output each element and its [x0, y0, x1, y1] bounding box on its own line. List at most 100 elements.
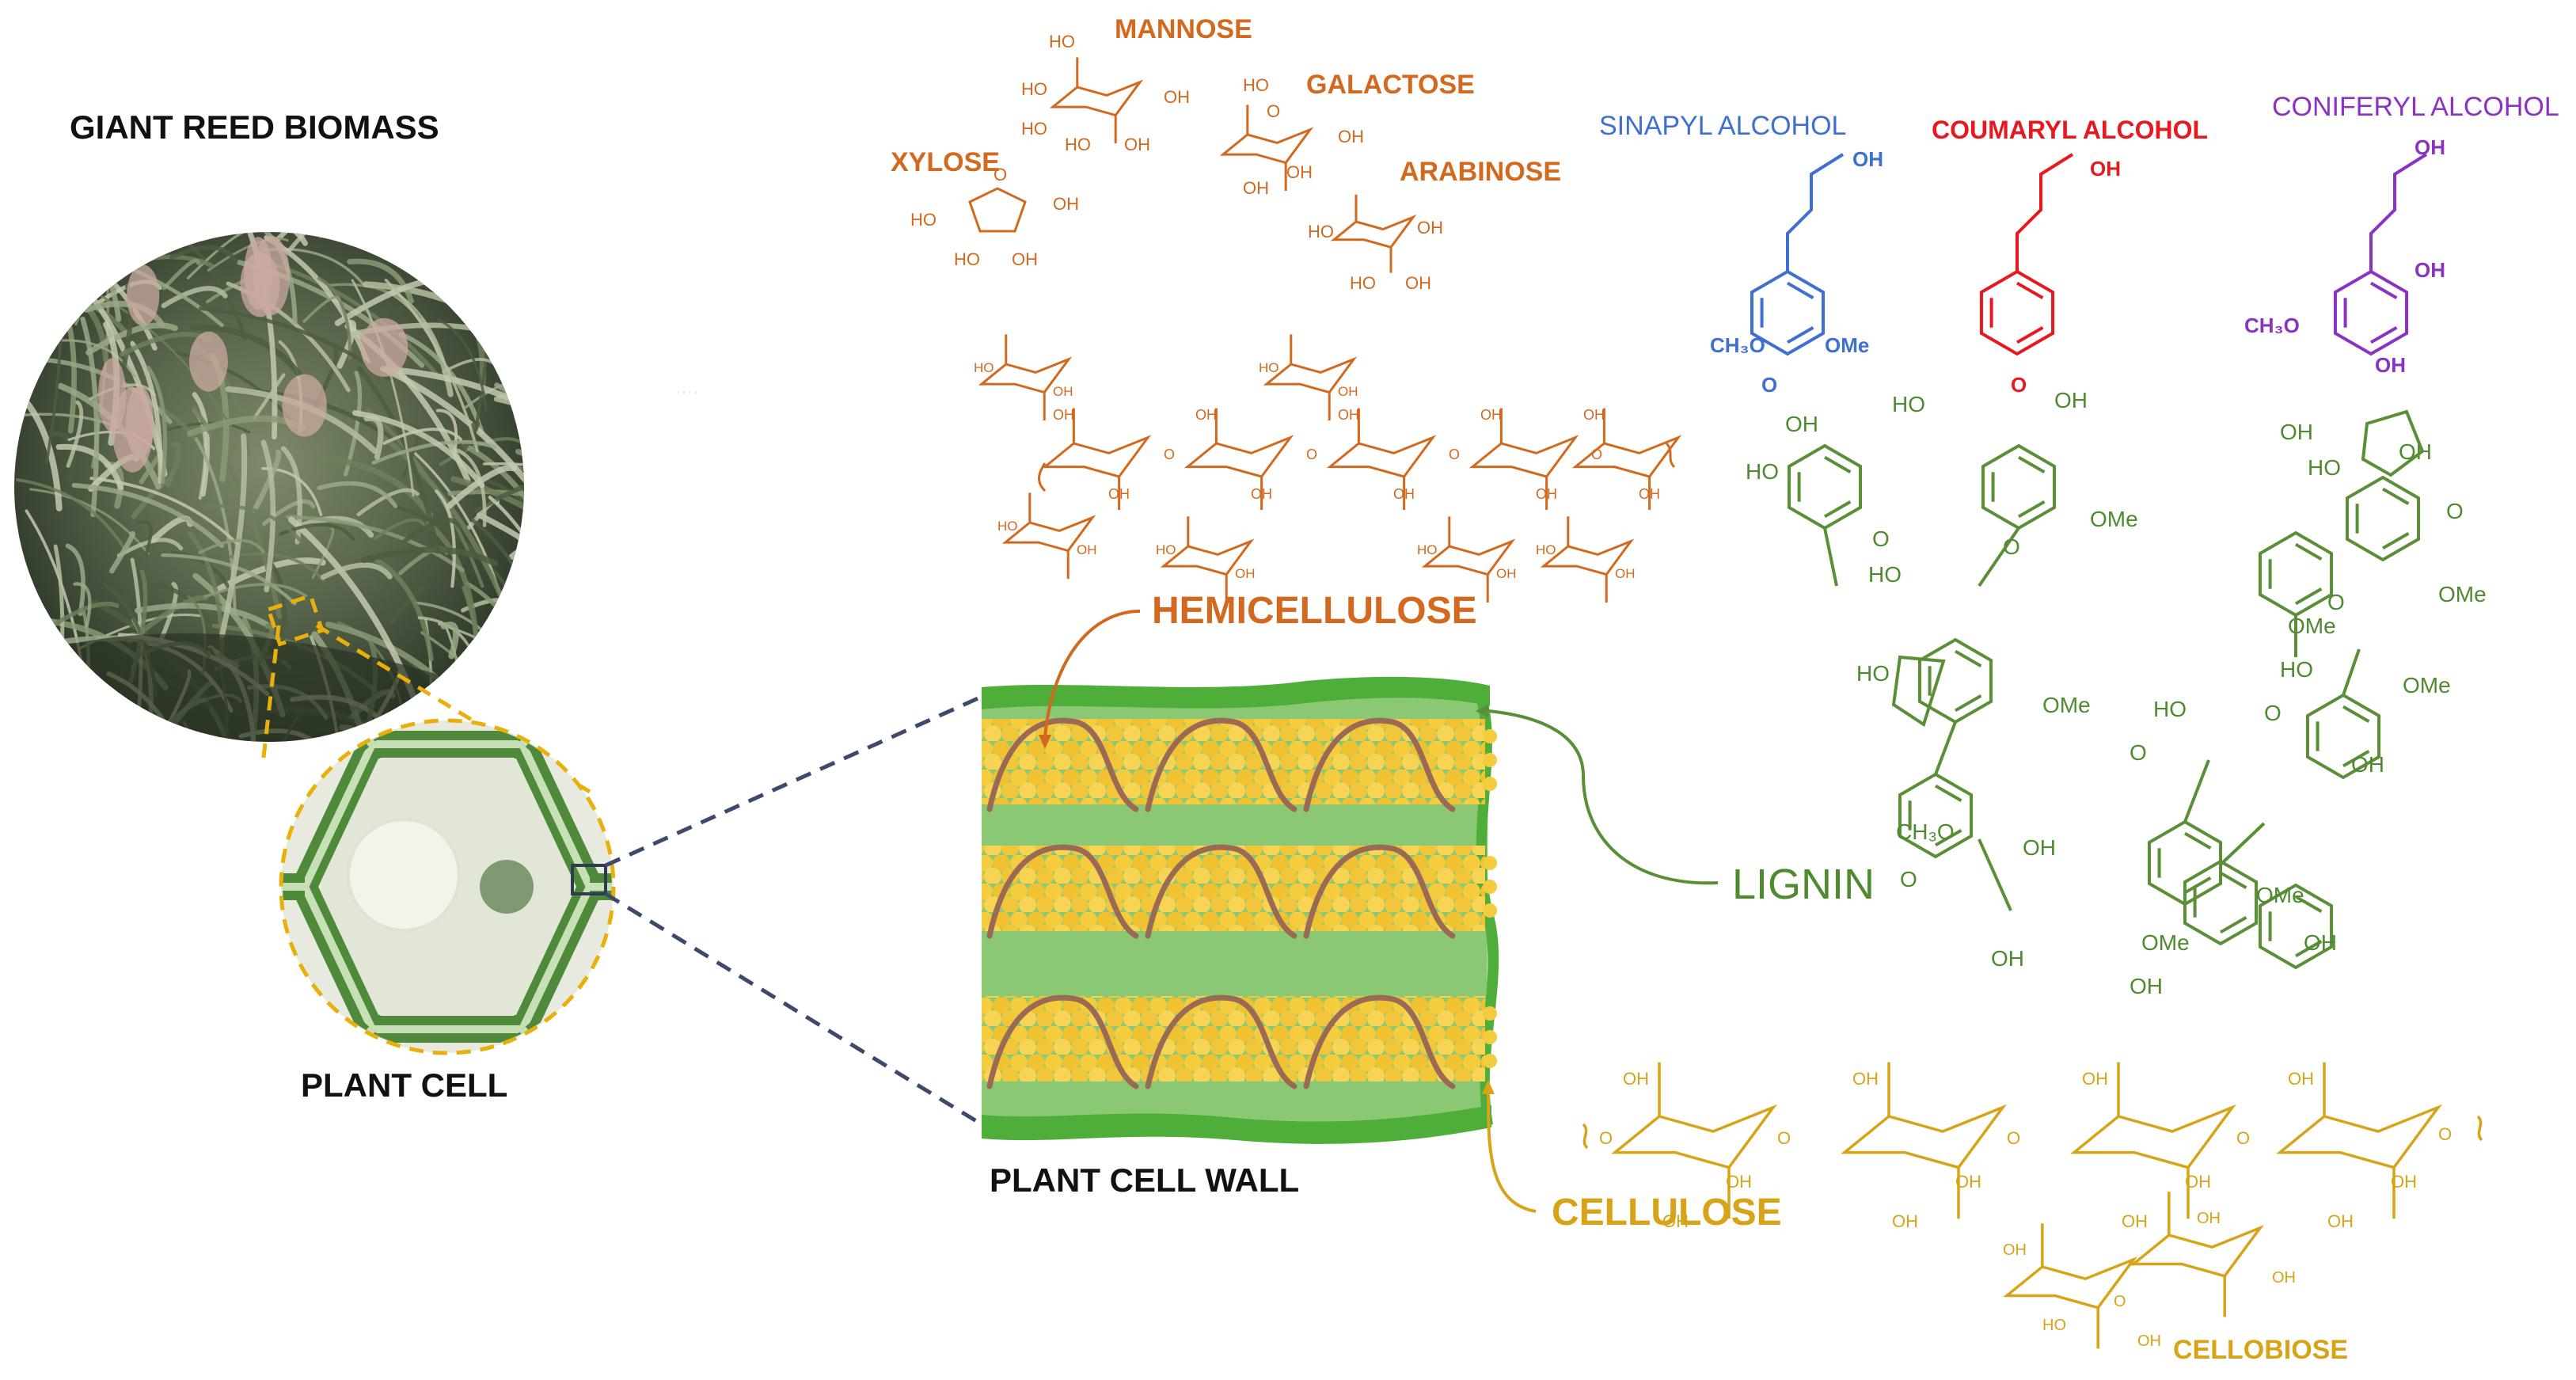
chem-group-label: HO	[1746, 459, 1779, 484]
double-bond	[1955, 694, 1982, 713]
chem-group-label: HO	[910, 210, 937, 230]
sinapyl-alcohol-label: SINAPYL ALCOHOL	[1599, 111, 1847, 141]
chem-group-label: OH	[2185, 1172, 2211, 1192]
zoom-lines-cell-to-wall	[604, 694, 983, 1127]
chem-group-label: O	[1872, 527, 1890, 551]
chem-group-label: HO	[1417, 542, 1438, 557]
reed-leaf	[198, 538, 265, 554]
chem-group-label: OMe	[2403, 673, 2451, 698]
chem-group-label: OH	[1852, 147, 1883, 171]
reed-leaf	[311, 527, 335, 579]
chem-group-label: O	[1777, 1128, 1791, 1148]
hemicellulose-strand	[1303, 717, 1456, 812]
double-bond	[1824, 455, 1852, 474]
chem-group-label: OH	[1164, 87, 1190, 107]
chem-group-label: O	[2446, 499, 2464, 523]
benzene-ring	[1898, 772, 1974, 859]
chem-group-label: HO	[997, 519, 1018, 534]
bond	[2183, 759, 2210, 823]
double-bond	[1935, 828, 1962, 847]
sugar-ring	[1611, 1104, 1778, 1169]
stray-mark: ' ' ' '	[677, 390, 697, 403]
benzene-ring	[1750, 269, 1826, 356]
xylose-label: XYLOSE	[891, 147, 1000, 177]
reed-leaf	[294, 515, 374, 538]
chem-group-label: OH	[1496, 566, 1517, 581]
chem-group-label: OH	[2415, 135, 2445, 159]
reed-plume	[98, 358, 127, 432]
reed-leaf	[456, 448, 487, 527]
double-bond	[1935, 784, 1962, 803]
chem-group-label: OH	[1195, 407, 1217, 423]
chem-group-label: HO	[2153, 697, 2187, 721]
reed-leaf	[158, 582, 179, 644]
chem-group-label: HO	[2042, 1317, 2066, 1334]
cellobiose-label: CELLOBIOSE	[2173, 1335, 2349, 1365]
galactose-label: GALACTOSE	[1306, 70, 1475, 100]
chem-group-label: OMe	[2090, 507, 2138, 531]
chem-group-label: OH	[1286, 162, 1313, 182]
double-bond	[2220, 871, 2247, 890]
chem-group-label: O	[1449, 447, 1460, 462]
reed-leaf	[440, 622, 459, 660]
reed-plume	[253, 235, 291, 316]
propenol-side-chain	[1786, 153, 1845, 272]
reed-leaf	[373, 518, 427, 541]
chem-group-label: CH₃O	[1896, 819, 1955, 844]
reed-leaf	[274, 232, 330, 244]
chem-group-label: OH	[1417, 218, 1443, 238]
double-bond	[2382, 487, 2410, 506]
chem-group-label: O	[1900, 867, 1917, 891]
chem-group-label: OH	[1053, 194, 1079, 214]
reed-leaf	[324, 283, 422, 319]
reed-leaf	[476, 512, 524, 663]
chem-group-label: OH	[2197, 1210, 2221, 1227]
benzene-ring	[2258, 883, 2334, 970]
reed-leaf	[15, 478, 126, 549]
reed-leaf	[203, 583, 308, 599]
chem-group-label: OH	[2090, 157, 2121, 181]
chem-group-label: OMe	[2042, 693, 2091, 717]
reed-leaf	[28, 488, 150, 555]
chem-group-label: O	[2114, 1293, 2126, 1310]
reed-leaf	[65, 543, 85, 617]
chem-group-label: OH	[1053, 384, 1073, 399]
cellulose-pointer	[1482, 1080, 1537, 1213]
reed-leaf	[237, 232, 308, 246]
reed-leaf	[351, 410, 485, 489]
reed-leaf	[437, 317, 488, 412]
reed-leaf	[374, 557, 434, 662]
chem-group-label: O	[2264, 701, 2282, 725]
hemicellulose-strand	[1303, 844, 1456, 939]
chem-group-label: OH	[1393, 486, 1415, 502]
lignin-label: LIGNIN	[1732, 861, 1875, 908]
chem-group-label: OMe	[2438, 582, 2487, 606]
chem-group-label: OH	[1338, 384, 1358, 399]
reed-leaf	[71, 482, 224, 549]
fiber-tip	[1483, 1054, 1497, 1068]
fiber-tip	[1483, 729, 1497, 743]
reed-leaf	[287, 232, 336, 253]
reed-leaf	[473, 472, 524, 513]
chem-group-label: O	[1164, 447, 1175, 462]
chem-group-label: OH	[1726, 1172, 1752, 1192]
chem-group-label: OH	[2288, 1069, 2314, 1089]
chem-group-label: OH	[2304, 930, 2337, 955]
double-bond	[2342, 705, 2370, 724]
reed-leaf	[382, 428, 462, 445]
double-bond	[2370, 325, 2398, 344]
reed-leaf	[401, 424, 420, 479]
reed-leaf	[347, 258, 414, 304]
reed-plume	[189, 331, 228, 392]
chem-group-label: O	[2438, 1124, 2452, 1144]
chain-break	[2476, 1115, 2483, 1142]
reed-leaf	[360, 546, 499, 567]
chem-group-label: OH	[2375, 353, 2406, 377]
chem-group-label: O	[1599, 1128, 1613, 1148]
hemicellulose-strand	[1145, 717, 1297, 812]
chem-group-label: HO	[954, 249, 980, 269]
chem-group-label: OH	[2003, 1241, 2027, 1259]
